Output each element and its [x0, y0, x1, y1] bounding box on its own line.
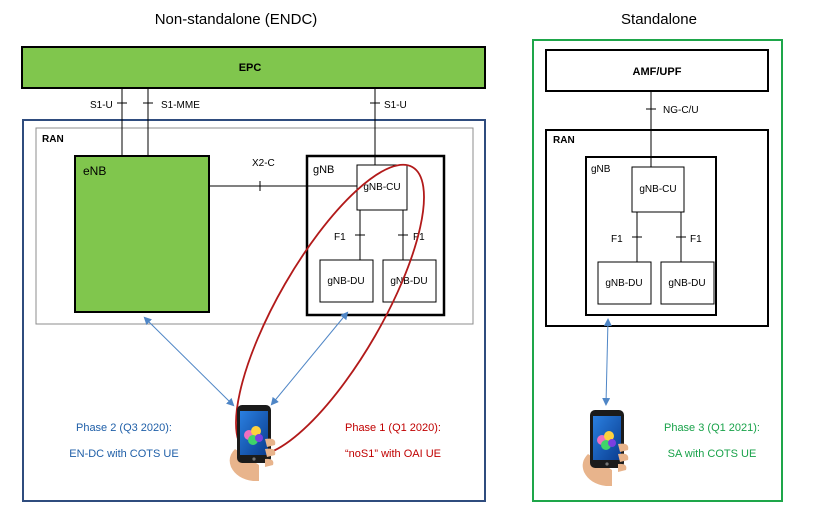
sa-ran-label: RAN	[553, 135, 575, 146]
s1u-right-label: S1-U	[384, 100, 407, 111]
sa-gnb-du-left-box	[597, 261, 652, 305]
phase2-title: Phase 2 (Q3 2020):	[76, 422, 172, 434]
gnb-ue-link-arrow	[270, 311, 349, 406]
enb-box	[74, 155, 210, 313]
phase3-subtitle: SA with COTS UE	[668, 448, 757, 460]
sa-f1-right-label: F1	[690, 234, 702, 245]
sa-ue-link-arrow	[602, 318, 612, 406]
ngcu-label: NG-C/U	[663, 105, 699, 116]
sa-gnb-du-left-label: gNB-DU	[605, 278, 642, 289]
sa-title: Standalone	[621, 11, 697, 28]
phase1-subtitle: “noS1” with OAI UE	[345, 448, 441, 460]
epc-label: EPC	[239, 62, 262, 74]
sa-ran-box	[545, 129, 769, 327]
enb-ue-link-arrow	[143, 316, 235, 407]
enb-label: eNB	[83, 164, 106, 178]
sa-f1-left-label: F1	[611, 234, 623, 245]
s1u-left-label: S1-U	[90, 100, 113, 111]
sa-gnb-cu-box	[631, 166, 685, 213]
nsa-title: Non-standalone (ENDC)	[155, 11, 318, 28]
sa-gnb-du-right-box	[660, 261, 715, 305]
smartphone-in-hand-icon	[582, 410, 629, 486]
nsa-gnb-cu-box	[356, 164, 408, 211]
nsa-f1-right-label: F1	[413, 232, 425, 243]
nsa-gnb-du-right-label: gNB-DU	[390, 276, 427, 287]
nsa-ran-label: RAN	[42, 134, 64, 145]
x2c-label: X2-C	[252, 158, 275, 169]
sa-frame	[532, 39, 783, 502]
nsa-gnb-label: gNB	[313, 164, 334, 176]
nsa-gnb-du-left-label: gNB-DU	[327, 276, 364, 287]
epc-box	[21, 46, 486, 89]
sa-gnb-box	[585, 156, 717, 316]
amf-upf-label: AMF/UPF	[633, 66, 682, 78]
nsa-gnb-box	[305, 154, 446, 317]
nsa-gnb-du-left-box	[319, 259, 374, 303]
nsa-f1-left-label: F1	[334, 232, 346, 243]
s1mme-label: S1-MME	[161, 100, 200, 111]
sa-gnb-du-right-label: gNB-DU	[668, 278, 705, 289]
amf-upf-box	[545, 49, 769, 92]
sa-gnb-label: gNB	[591, 164, 611, 175]
nsa-gnb-cu-label: gNB-CU	[363, 182, 400, 193]
phase2-subtitle: EN-DC with COTS UE	[69, 448, 178, 460]
phase1-title: Phase 1 (Q1 2020):	[345, 422, 441, 434]
nsa-frame	[22, 119, 486, 502]
nsa-ran-box	[35, 127, 474, 325]
phase3-title: Phase 3 (Q1 2021):	[664, 422, 760, 434]
sa-gnb-cu-label: gNB-CU	[639, 184, 676, 195]
nsa-gnb-du-right-box	[382, 259, 437, 303]
